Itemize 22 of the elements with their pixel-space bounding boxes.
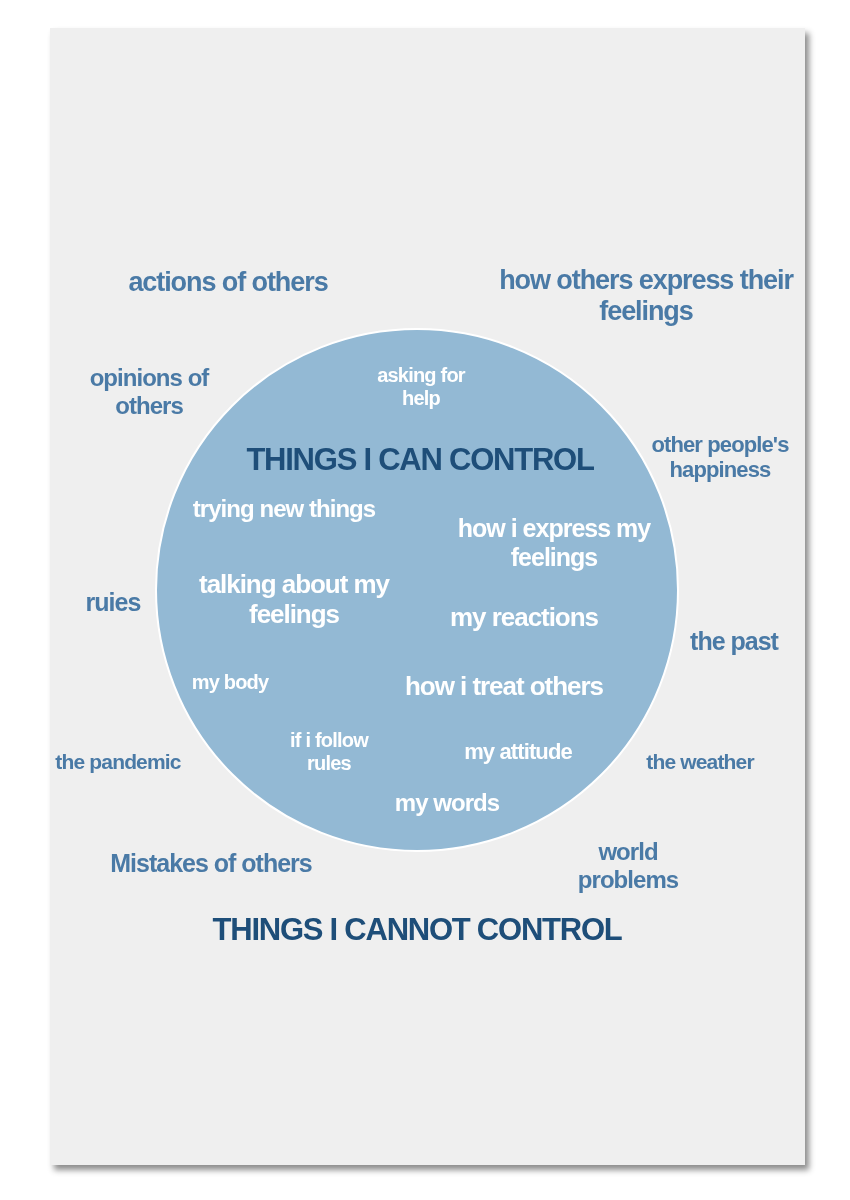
outer-heading: THINGS I CANNOT CONTROL [212, 912, 622, 948]
outer-text: ruies [85, 587, 141, 617]
outer-text: opinions of others [88, 364, 211, 420]
circle-text: my attitude [464, 739, 572, 765]
circle-text: my words [394, 789, 500, 817]
outer-text: Mistakes of others [110, 848, 312, 878]
circle-text: asking for help [376, 364, 467, 410]
outer-text: the past [690, 626, 778, 656]
circle-text: if i follow rules [289, 729, 370, 775]
circle-text: my reactions [450, 603, 598, 633]
circle-text: how i express my feelings [456, 514, 652, 572]
outer-text: other people's happiness [650, 431, 790, 483]
outer-text: the pandemic [54, 749, 182, 775]
circle-heading: THINGS I CAN CONTROL [246, 442, 594, 478]
circle-text: my body [191, 670, 269, 694]
circle-text: trying new things [192, 495, 376, 523]
outer-text: how others express their feelings [498, 264, 795, 328]
outer-text: actions of others [128, 267, 328, 299]
outer-text: the weather [646, 749, 754, 775]
circle-text: how i treat others [405, 672, 603, 702]
outer-text: world problems [576, 838, 680, 894]
circle-text: talking about my feelings [198, 570, 391, 630]
